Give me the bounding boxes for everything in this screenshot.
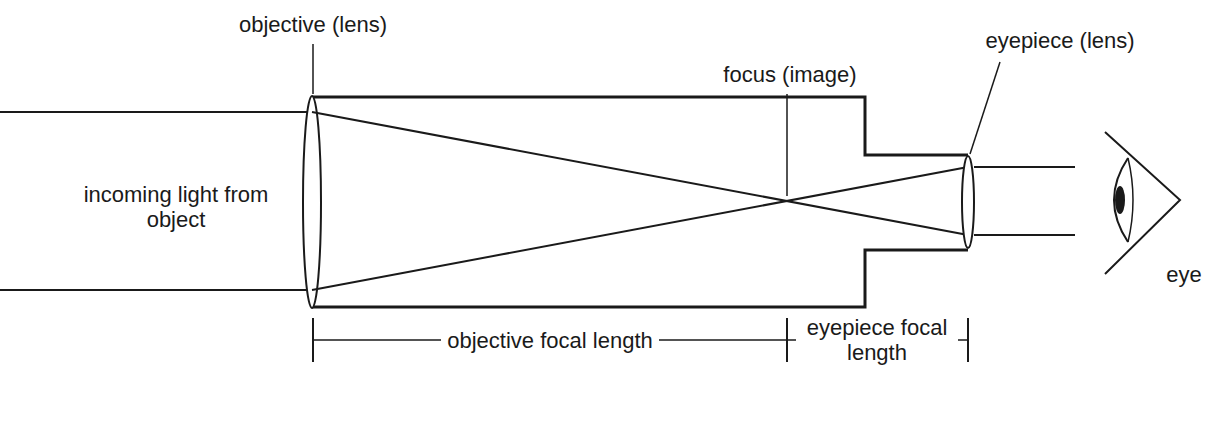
eye-outline [1105, 132, 1180, 274]
outgoing-ray [974, 166, 1075, 168]
eye-iris [1128, 158, 1133, 242]
light-ray [312, 112, 968, 235]
eye-pupil [1115, 186, 1125, 214]
leader-line [970, 62, 1000, 154]
eye-ball [1114, 158, 1128, 242]
input-label: incoming light from object [76, 182, 276, 232]
telescope-tube [312, 250, 968, 307]
leader-line [786, 94, 788, 196]
dimension-label: objective focal length [441, 328, 658, 353]
part-label: focus (image) [723, 62, 856, 87]
part-label: eye [1166, 262, 1201, 287]
objective-lens [303, 96, 321, 308]
light-ray [312, 167, 968, 290]
leader-line [312, 44, 314, 94]
dimension-label: eyepiece focal length [796, 315, 958, 365]
part-label: objective (lens) [239, 12, 387, 37]
eyepiece-lens [962, 156, 974, 248]
outgoing-ray [974, 234, 1075, 236]
incoming-ray [0, 289, 312, 291]
incoming-ray [0, 111, 312, 113]
telescope-tube [312, 97, 968, 155]
part-label: eyepiece (lens) [985, 28, 1134, 53]
